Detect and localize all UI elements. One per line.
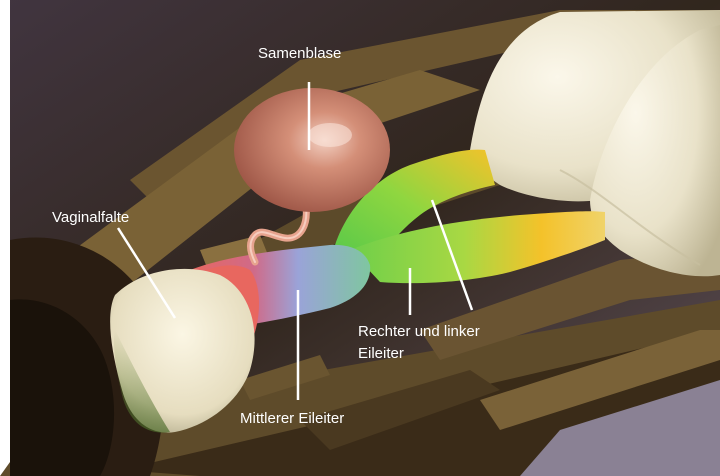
label-lateral-oviducts-line2: Eileiter xyxy=(358,345,404,362)
label-lateral-oviducts-line1: Rechter und linker xyxy=(358,323,480,340)
seminal-vesicle xyxy=(234,88,390,212)
label-vaginal-fold: Vaginalfalte xyxy=(52,209,129,226)
label-median-oviduct: Mittlerer Eileiter xyxy=(240,410,344,427)
label-seminal-vesicle: Samenblase xyxy=(258,45,341,62)
